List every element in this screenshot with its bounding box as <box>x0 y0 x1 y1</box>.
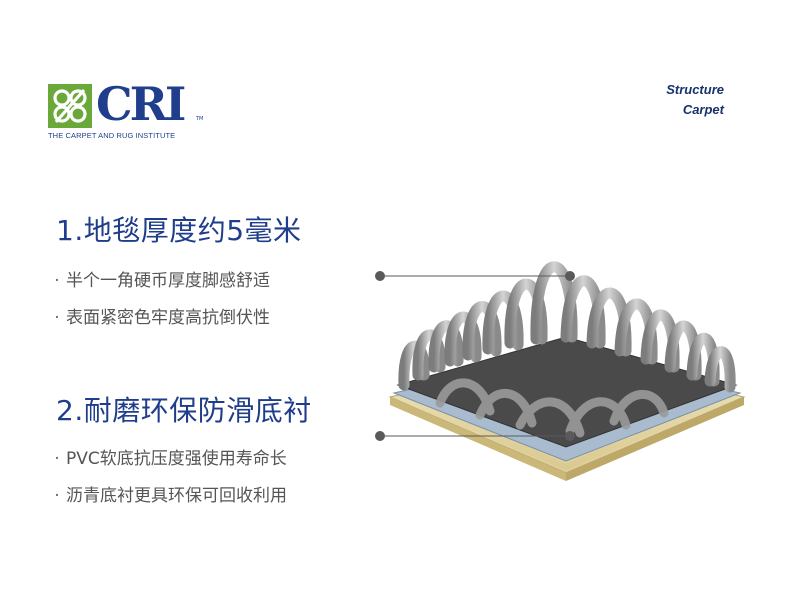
logo-wordmark: CRI <box>96 77 186 131</box>
bullet-dot: · <box>54 308 60 328</box>
callout-pile <box>375 271 575 281</box>
logo-trademark: TM <box>196 116 204 122</box>
section-heading-thickness: 1.地毯厚度约5毫米 <box>56 214 302 247</box>
bullet-item: · PVC软底抗压度强使用寿命长 <box>48 444 287 469</box>
carpet-yarn-loops <box>398 261 736 393</box>
carpet-yarn-loops-front <box>435 378 669 438</box>
bullet-text: PVC软底抗压度强使用寿命长 <box>66 449 287 469</box>
bullet-item: · 沥青底衬更具环保可回收利用 <box>48 481 287 506</box>
corner-label-line2: Carpet <box>682 102 724 117</box>
corner-label: Structure Carpet <box>666 80 724 120</box>
bullet-dot: · <box>54 486 60 506</box>
corner-label-line1: Structure <box>666 82 724 97</box>
carpet-structure-illustration <box>375 261 746 481</box>
bullet-text: 半个一角硬币厚度脚感舒适 <box>66 271 270 291</box>
cri-logo: CRI TM THE CARPET AND RUG INSTITUTE <box>48 77 218 144</box>
bullet-item: · 表面紧密色牢度高抗倒伏性 <box>48 303 270 328</box>
logo-tagline: THE CARPET AND RUG INSTITUTE <box>48 131 176 140</box>
bullet-dot: · <box>54 271 60 291</box>
bullet-text: 沥青底衬更具环保可回收利用 <box>66 486 287 506</box>
bullet-dot: · <box>54 449 60 469</box>
bullet-item: · 半个一角硬币厚度脚感舒适 <box>48 266 270 291</box>
cri-knot-icon <box>48 84 92 128</box>
callout-backing <box>375 431 575 441</box>
carpet-base-fabric <box>396 336 738 448</box>
bullet-text: 表面紧密色牢度高抗倒伏性 <box>66 308 270 328</box>
section-heading-backing: 2.耐磨环保防滑底衬 <box>56 394 312 427</box>
